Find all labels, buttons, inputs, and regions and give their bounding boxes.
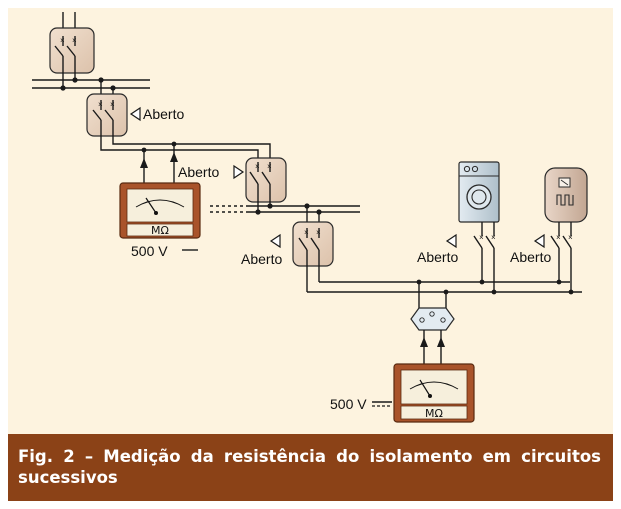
- washing-machine: [458, 161, 500, 223]
- switch-icon: × ×: [298, 228, 321, 292]
- switch-3: × ×: [245, 157, 287, 212]
- circuit-diagram: × × × × Ab: [32, 12, 588, 423]
- voltage-left: 500 V: [131, 243, 168, 259]
- dc-symbol: [372, 401, 392, 407]
- water-heater: [544, 167, 588, 223]
- meter-unit-right: MΩ: [425, 407, 443, 420]
- washing-machine-icon: [466, 184, 492, 210]
- ohmmeter-icon: [135, 197, 185, 215]
- open-arrow-icon: [269, 233, 281, 249]
- main-switch: × ×: [49, 12, 95, 88]
- label-open-wash: Aberto: [417, 249, 458, 265]
- svg-text:×: ×: [255, 162, 260, 171]
- switch-icon: × ×: [54, 36, 77, 88]
- svg-text:×: ×: [491, 233, 496, 242]
- label-open-heat: Aberto: [510, 249, 551, 265]
- ohmmeter-left: MΩ: [119, 182, 201, 239]
- label-open-left: Aberto: [241, 251, 282, 267]
- label-open-mid: Aberto: [178, 164, 219, 180]
- svg-text:×: ×: [479, 233, 484, 242]
- switch-heat: × ×: [550, 233, 573, 292]
- diagram-panel: [8, 8, 613, 434]
- svg-text:×: ×: [72, 36, 77, 45]
- switch-wash: × ×: [473, 233, 496, 292]
- open-arrow-icon: [233, 164, 245, 180]
- open-arrow-icon: [445, 233, 457, 249]
- switch-2: × ×: [86, 77, 128, 140]
- svg-text:×: ×: [568, 233, 573, 242]
- ohmmeter-right: MΩ: [393, 363, 475, 423]
- water-heater-icon: [556, 177, 574, 206]
- svg-text:×: ×: [556, 233, 561, 242]
- figure-caption: Fig. 2 – Medição da resistência do isola…: [8, 434, 613, 501]
- meter-unit-left: MΩ: [151, 224, 169, 237]
- svg-text:×: ×: [60, 36, 65, 45]
- svg-text:×: ×: [304, 228, 309, 237]
- switch-4: × ×: [292, 203, 334, 292]
- open-arrow-icon: [129, 106, 141, 122]
- open-arrow-icon: [533, 233, 545, 249]
- svg-text:×: ×: [316, 228, 321, 237]
- ohmmeter-icon: [409, 379, 459, 398]
- svg-text:×: ×: [267, 162, 272, 171]
- label-open-top: Aberto: [143, 106, 184, 122]
- selector-switch-icon: [419, 311, 446, 323]
- selector-switch: [410, 307, 455, 331]
- svg-text:×: ×: [110, 100, 115, 109]
- svg-text:×: ×: [98, 100, 103, 109]
- switch-icon: × ×: [249, 162, 272, 212]
- switch-icon: × ×: [92, 100, 115, 140]
- voltage-right: 500 V: [330, 396, 367, 412]
